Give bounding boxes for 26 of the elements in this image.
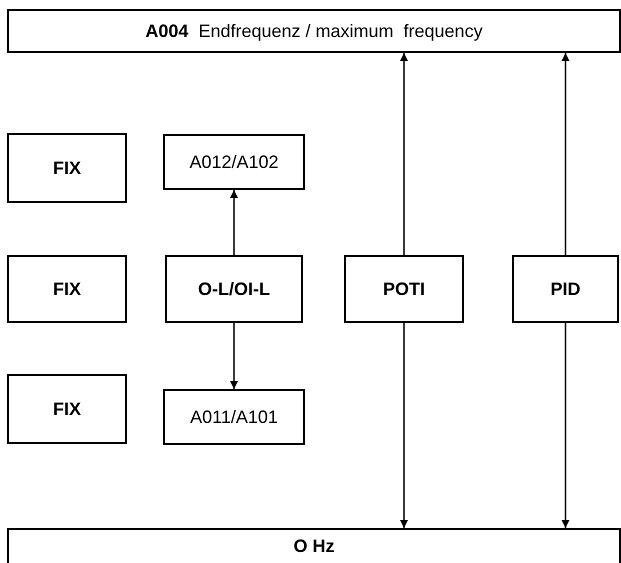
arrow [562,53,570,255]
arrow [562,323,570,528]
box-label: O Hz [293,536,334,557]
arrow [230,323,238,389]
arrow [230,190,238,255]
box-label: O-L/OI-L [198,278,270,300]
process-box [163,389,305,445]
process-box [7,133,127,203]
box-label: PID [550,278,580,300]
arrow [400,53,408,255]
arrow [400,323,408,528]
box-label: A011/A101 [190,406,278,428]
box-label: POTI [382,278,425,300]
parameter-band [7,9,621,53]
box-label: FIX [52,158,81,178]
box-label: A004 Endfrequenz / maximum frequency [145,20,483,42]
process-box [7,255,127,323]
box-label: A012/A102 [189,152,279,172]
process-box [165,255,303,323]
box-label: FIX [52,398,81,420]
process-box [512,255,619,323]
parameter-band [7,528,621,563]
process-box [163,134,305,190]
process-box [344,255,464,323]
box-label: FIX [52,278,81,300]
process-box [7,374,127,444]
